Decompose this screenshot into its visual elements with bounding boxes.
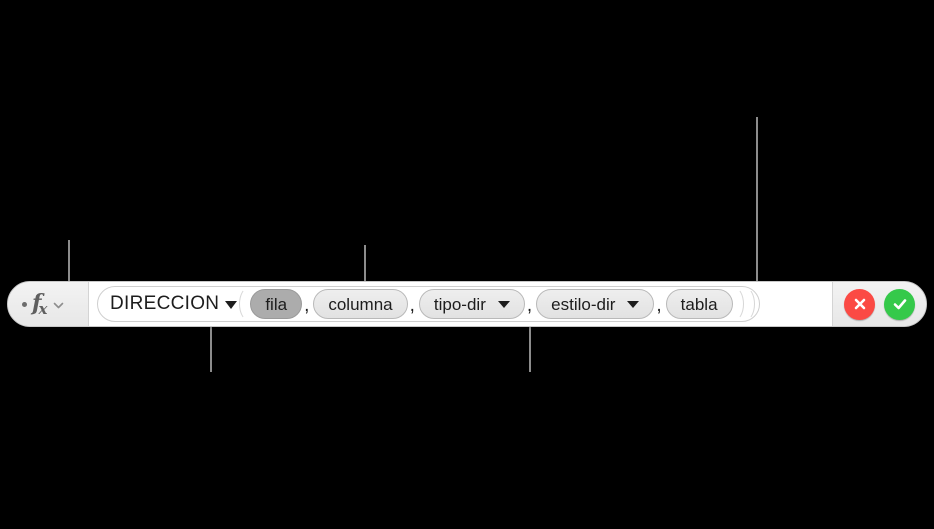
arg-separator: ,	[526, 295, 533, 316]
formula-expression[interactable]: DIRECCION fila , columna , tipo-dir , es…	[97, 286, 760, 322]
arg-token-label: tabla	[680, 294, 718, 314]
arg-token-tipo-dir[interactable]: tipo-dir	[418, 289, 525, 319]
arg-token-tabla[interactable]: tabla	[665, 289, 733, 319]
fx-icon: fx	[32, 290, 47, 318]
arg-token-columna[interactable]: columna	[313, 289, 408, 319]
arg-separator: ,	[409, 295, 415, 316]
arg-token-label: tipo-dir	[433, 294, 486, 314]
caret-down-icon[interactable]	[497, 300, 510, 308]
caret-down-icon[interactable]	[627, 300, 640, 308]
formula-actions	[832, 282, 926, 326]
arg-token-estilo-dir[interactable]: estilo-dir	[536, 289, 655, 319]
callout-function-name	[210, 322, 212, 372]
open-paren	[239, 287, 250, 321]
callout-fx-chevron	[68, 240, 70, 284]
arg-separator: ,	[304, 295, 310, 316]
formula-input[interactable]: DIRECCION fila , columna , tipo-dir , es…	[89, 282, 832, 326]
cancel-button[interactable]	[844, 288, 875, 320]
callout-columna	[364, 245, 366, 284]
arg-token-label: fila	[265, 294, 288, 314]
chevron-down-icon[interactable]	[53, 300, 64, 311]
arg-token-label: columna	[328, 294, 393, 314]
arg-separator: ,	[656, 295, 662, 316]
callout-tipo-dir	[529, 322, 531, 372]
arg-token-label: estilo-dir	[551, 294, 616, 314]
function-name-label: DIRECCION	[110, 292, 220, 314]
close-paren-outer	[744, 287, 755, 321]
caret-down-icon[interactable]	[225, 301, 238, 309]
bullet-dot-icon	[22, 301, 27, 307]
accept-button[interactable]	[884, 288, 915, 320]
formula-bar[interactable]: fx DIRECCION fila , columna , tipo-dir	[7, 281, 927, 327]
callout-tabla	[756, 117, 758, 284]
formula-function-button[interactable]: fx	[8, 282, 89, 326]
